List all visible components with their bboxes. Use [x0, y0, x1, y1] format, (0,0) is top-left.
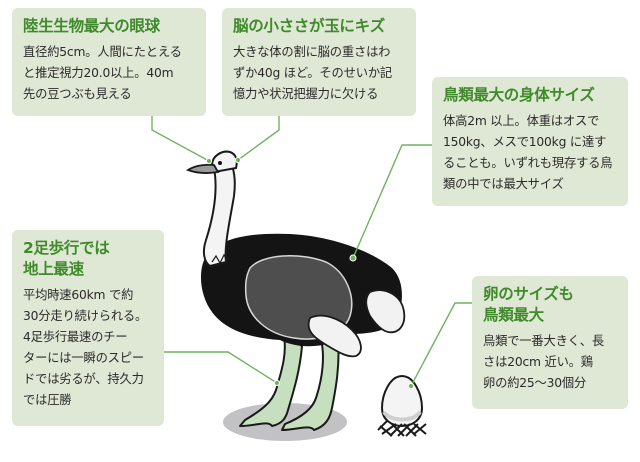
ostrich-tail-feathers: [365, 289, 406, 334]
ostrich-neck: [202, 160, 236, 268]
callout-body: 鳥類で一番大きく、長 さは20cm 近い。鶏 卵の約25～30個分: [483, 334, 604, 390]
callout-title: 脳の小ささが玉にキズ: [233, 17, 386, 35]
callout-brain: 脳の小ささが玉にキズ 大きな体の割に脳の重さはわ ずか40g ほど。そのせいか記…: [222, 8, 416, 116]
ostrich-wing-tip-feathers: [307, 314, 362, 358]
callout-body: 直径約5cm。人間にたとえる と推定視力20.0以上。40m 先の豆つぶも見える: [23, 45, 182, 101]
ostrich-eye: [218, 161, 222, 165]
callout-egg: 卵のサイズも 鳥類最大 鳥類で一番大きく、長 さは20cm 近い。鶏 卵の約25…: [472, 276, 628, 409]
callout-eyeball: 陸生生物最大の眼球 直径約5cm。人間にたとえる と推定視力20.0以上。40m…: [12, 8, 206, 116]
callout-title: 陸生生物最大の眼球: [23, 17, 160, 35]
callout-body: 体高2m 以上。体重はオスで 150kg、メスで100kg に達す ることも。い…: [443, 114, 613, 191]
callout-title: 鳥類最大の身体サイズ: [443, 86, 595, 104]
callout-body: 平均時速60km で約 30分走り続けられる。 4足歩行最速のチー ターには一瞬…: [23, 288, 148, 407]
leader-dots: [205, 156, 415, 390]
ostrich-head: [210, 150, 238, 174]
callout-running: 2足歩行では 地上最速 平均時速60km で約 30分走り続けられる。 4足歩行…: [12, 230, 164, 426]
callout-title: 卵のサイズも 鳥類最大: [483, 285, 574, 324]
callout-body-size: 鳥類最大の身体サイズ 体高2m 以上。体重はオスで 150kg、メスで100kg…: [432, 77, 628, 206]
callout-body: 大きな体の割に脳の重さはわ ずか40g ほど。そのせいか記 憶力や状況把握力に欠…: [233, 45, 393, 101]
callout-title: 2足歩行では 地上最速: [23, 239, 110, 278]
nest: [377, 419, 427, 437]
leader-lines: [151, 115, 472, 387]
ostrich-beak: [186, 163, 220, 174]
ostrich-legs: [239, 332, 340, 431]
